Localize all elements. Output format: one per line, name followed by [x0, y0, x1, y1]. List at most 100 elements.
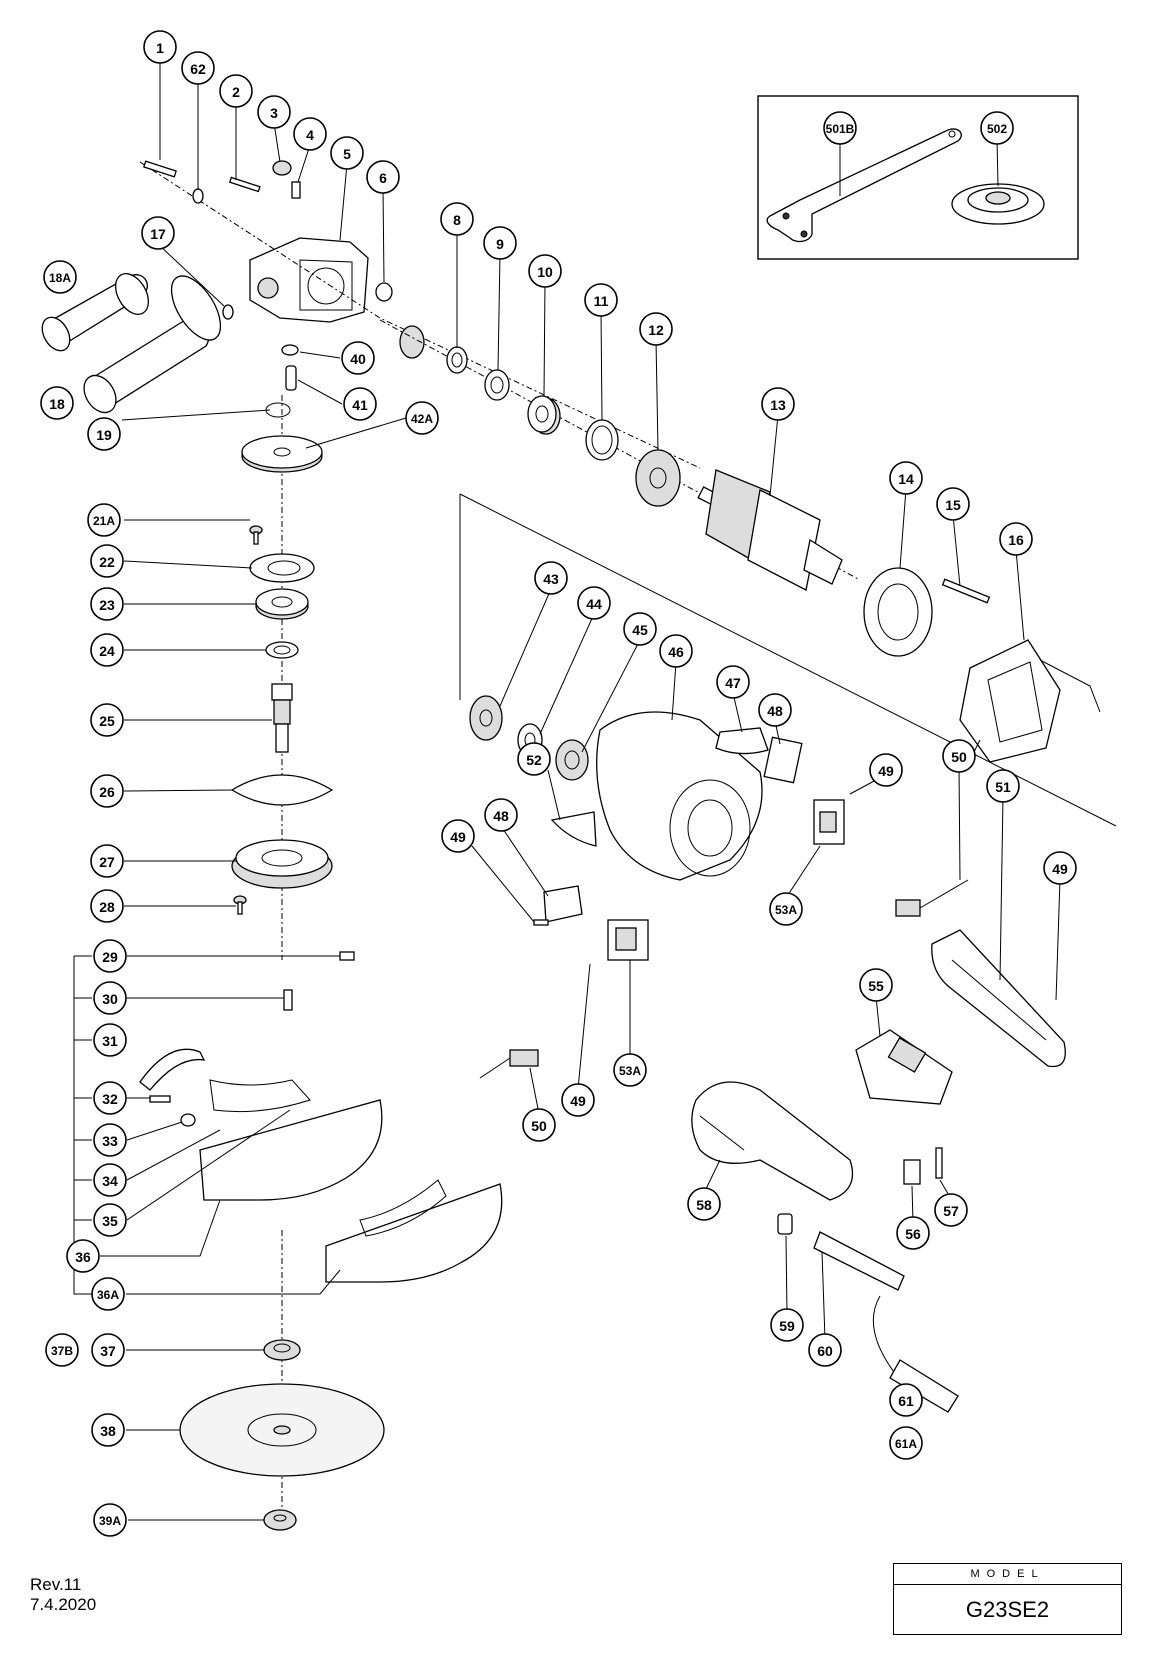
- ring-11-part: [585, 419, 619, 461]
- part-label-24: 24: [90, 633, 124, 667]
- part-label-circle: [942, 739, 976, 773]
- part-label-35: 35: [93, 1203, 127, 1237]
- axis-housing: [139, 161, 701, 469]
- pin-30-part: [283, 989, 293, 1011]
- clamp-56-part: [903, 1159, 921, 1185]
- part-label-text: 41: [352, 397, 368, 413]
- lock-nut-39a-part: [263, 1509, 297, 1531]
- part-label-39A: 39A: [93, 1503, 127, 1537]
- part-label-51: 51: [986, 769, 1020, 803]
- part-label-21A: 21A: [87, 503, 121, 537]
- part-label-text: 17: [150, 226, 166, 242]
- revision-info: Rev.11 7.4.2020: [30, 1575, 96, 1615]
- revision-date: 7.4.2020: [30, 1595, 97, 1614]
- part-label-circle: [561, 1083, 595, 1117]
- part-label-text: 52: [526, 752, 542, 768]
- cap-3-part: [272, 160, 292, 176]
- side-handle-alt-part: [41, 273, 150, 352]
- part-label-text: 50: [951, 749, 967, 765]
- washer-24-part: [265, 641, 299, 659]
- part-label-circle: [623, 612, 657, 646]
- part-label-502: 502: [980, 111, 1014, 145]
- part-label-circle: [43, 260, 77, 294]
- screw-1-part: [143, 160, 177, 178]
- revision-label: Rev.11: [30, 1575, 82, 1594]
- brush-holder-cover-48-part: [763, 736, 803, 784]
- part-label-text: 31: [102, 1033, 118, 1049]
- part-label-text: 55: [868, 978, 884, 994]
- part-label-text: 37B: [51, 1344, 73, 1358]
- part-label-text: 29: [102, 949, 118, 965]
- part-label-text: 26: [99, 784, 115, 800]
- part-label-49: 49: [869, 753, 903, 787]
- part-label-31: 31: [93, 1023, 127, 1057]
- part-label-53A: 53A: [613, 1053, 647, 1087]
- part-number-labels: 1622345689101112131415161718A1819404142A…: [40, 30, 1077, 1537]
- part-label-circle: [986, 769, 1020, 803]
- part-label-circle: [483, 226, 517, 260]
- washer-8-part: [446, 346, 468, 374]
- part-label-13: 13: [761, 387, 795, 421]
- part-label-49: 49: [561, 1083, 595, 1117]
- part-label-29: 29: [93, 939, 127, 973]
- screw-15-part: [941, 578, 991, 604]
- part-label-48: 48: [758, 693, 792, 727]
- dust-cover-14-part: [863, 567, 933, 657]
- part-label-circle: [441, 819, 475, 853]
- part-label-30: 30: [93, 981, 127, 1015]
- part-label-circle: [484, 798, 518, 832]
- part-label-circle: [93, 1163, 127, 1197]
- spanner-wrench-part: [766, 128, 962, 243]
- part-label-text: 13: [770, 397, 786, 413]
- part-label-circle: [528, 254, 562, 288]
- part-label-circle: [293, 117, 327, 151]
- grinding-wheel-38-part: [179, 1383, 385, 1477]
- part-label-text: 56: [905, 1226, 921, 1242]
- washer-17-part: [222, 304, 234, 320]
- part-label-46: 46: [659, 634, 693, 668]
- part-label-circle: [40, 386, 74, 420]
- part-label-text: 3: [270, 105, 278, 121]
- part-label-19: 19: [87, 417, 121, 451]
- part-label-text: 2: [232, 84, 240, 100]
- part-label-55: 55: [859, 968, 893, 1002]
- part-label-circle: [999, 522, 1033, 556]
- washer-62-part: [192, 188, 204, 204]
- part-label-text: 501B: [826, 122, 855, 136]
- part-label-text: 32: [102, 1091, 118, 1107]
- part-label-text: 19: [96, 427, 112, 443]
- model-header: MODEL: [894, 1564, 1121, 1585]
- part-label-circle: [87, 503, 121, 537]
- part-label-text: 50: [531, 1118, 547, 1134]
- screw-21a-part: [249, 525, 263, 545]
- part-label-text: 47: [725, 675, 741, 691]
- part-label-8: 8: [440, 202, 474, 236]
- part-label-circle: [93, 1203, 127, 1237]
- part-label-18: 18: [40, 386, 74, 420]
- part-label-50: 50: [522, 1108, 556, 1142]
- part-label-circle: [93, 1023, 127, 1057]
- tube-59-part: [777, 1213, 793, 1235]
- part-label-text: 34: [102, 1173, 118, 1189]
- part-label-text: 25: [99, 713, 115, 729]
- part-label-3: 3: [257, 95, 291, 129]
- part-label-circle: [91, 1277, 125, 1311]
- part-label-text: 8: [453, 212, 461, 228]
- part-label-15: 15: [936, 487, 970, 521]
- part-label-circle: [896, 1216, 930, 1250]
- part-label-27: 27: [90, 844, 124, 878]
- part-label-circle: [869, 753, 903, 787]
- part-label-text: 18: [49, 396, 65, 412]
- switch-55-part: [855, 1029, 953, 1105]
- part-label-60: 60: [808, 1333, 842, 1367]
- part-label-text: 39A: [99, 1514, 121, 1528]
- part-label-text: 36A: [97, 1288, 119, 1302]
- clamp-31-part: [139, 1048, 206, 1091]
- washer-33-part: [180, 1113, 196, 1127]
- part-label-52: 52: [517, 742, 551, 776]
- part-label-circle: [980, 111, 1014, 145]
- part-label-circle: [93, 1123, 127, 1157]
- part-label-61: 61: [889, 1383, 923, 1417]
- part-label-circle: [823, 111, 857, 145]
- part-label-text: 1: [156, 40, 164, 56]
